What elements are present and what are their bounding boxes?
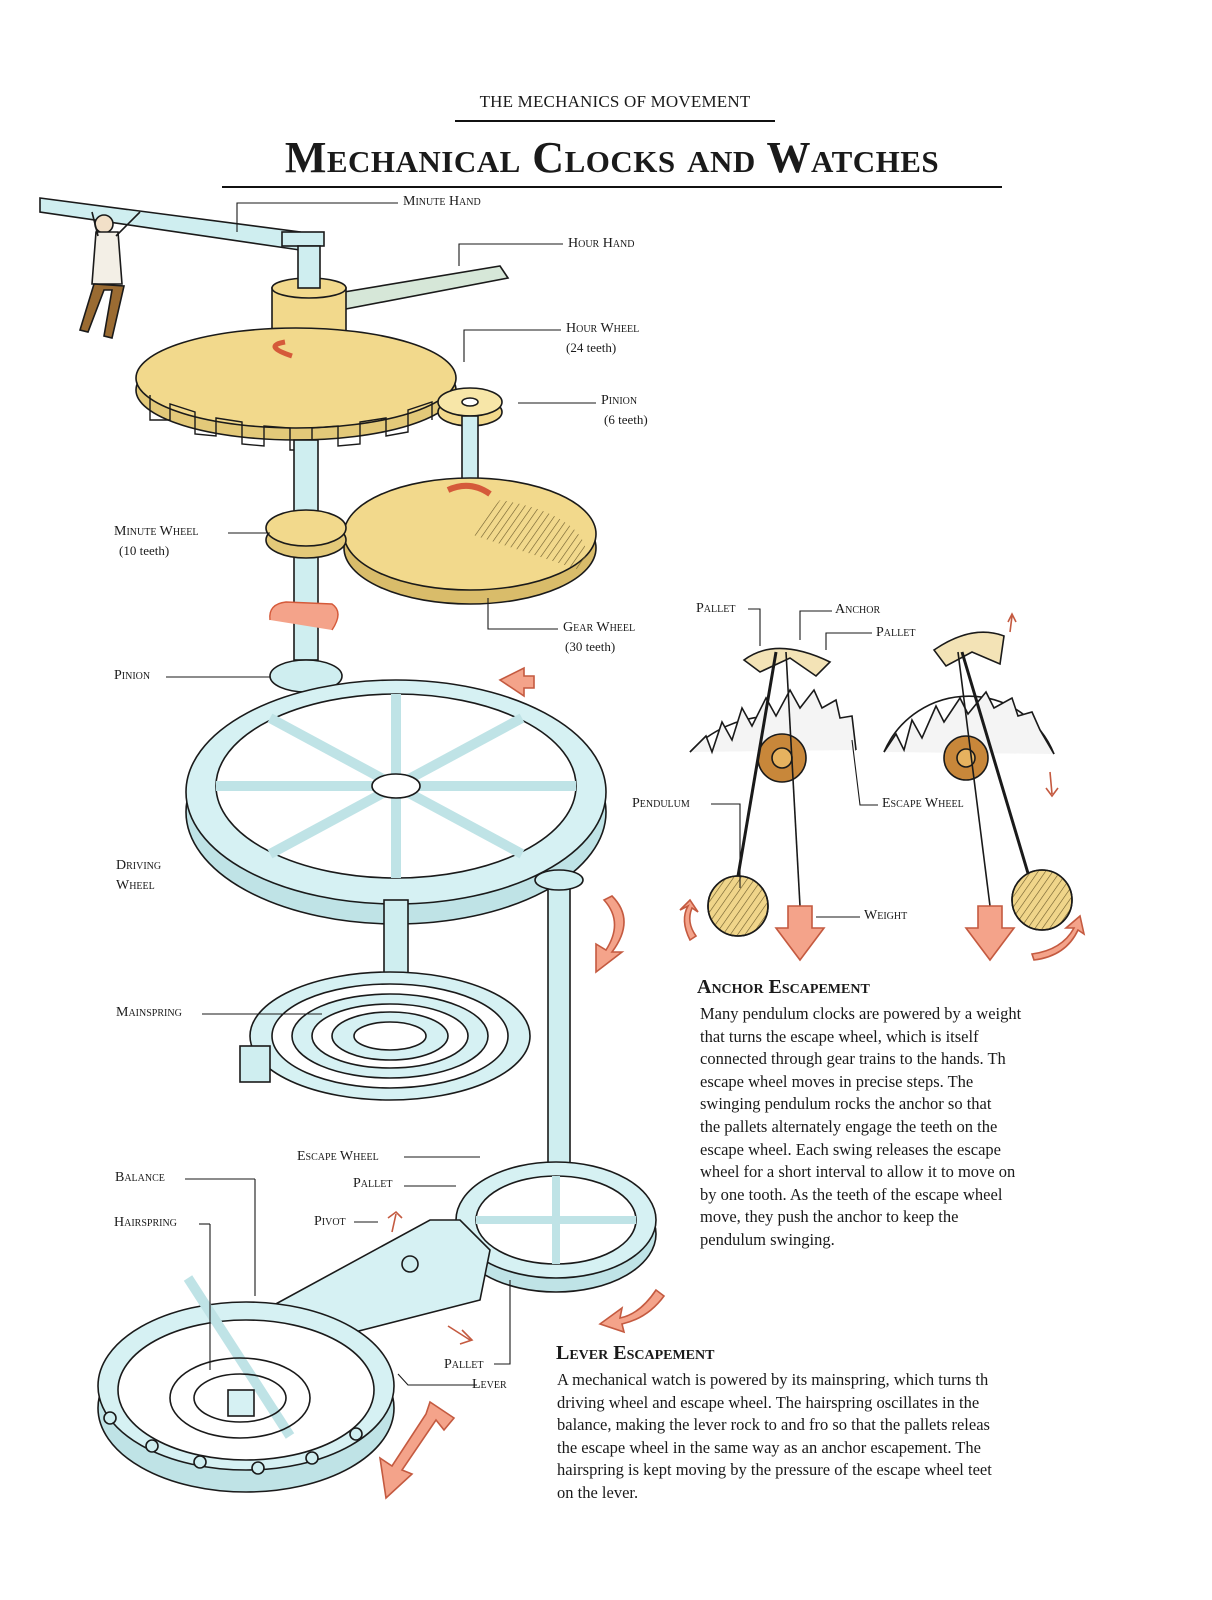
oscillation-arrow: [378, 1400, 456, 1500]
label-pivot: Pivot: [314, 1214, 346, 1229]
text-line: escape wheel moves in precise steps. The: [700, 1071, 974, 1091]
label-anchor-pallet-right: Pallet: [876, 625, 916, 640]
title-rule: [222, 186, 1002, 188]
page-title: Mechanical Clocks and Watches: [284, 133, 940, 182]
text-line: Many pendulum clocks are powered by a we…: [700, 1004, 1022, 1023]
label-pendulum: Pendulum: [632, 796, 690, 811]
hour-hand: [318, 265, 510, 313]
lever-escapement-body: A mechanical watch is powered by its mai…: [557, 1369, 992, 1505]
text-line: pendulum swinging.: [700, 1229, 835, 1249]
text-line: move, they push the anchor to keep the: [700, 1207, 959, 1227]
escape-pinion: [534, 869, 584, 1181]
gear-wheel: [343, 477, 597, 605]
driving-wheel: [185, 679, 607, 925]
mainspring: [239, 899, 531, 1101]
rotation-arrow: [598, 1288, 666, 1334]
rotation-arrow: [269, 601, 339, 631]
balance-wheel: [97, 1275, 395, 1493]
rotation-arrow: [595, 895, 625, 974]
text-line: that turns the escape wheel, which is it…: [700, 1026, 979, 1046]
label-pinion-left: Pinion: [114, 668, 151, 683]
label-anchor-pallet-left: Pallet: [696, 601, 736, 616]
text-line: the escape wheel in the same way as an a…: [557, 1437, 981, 1457]
text-line: escape wheel. Each swing releases the es…: [700, 1139, 1001, 1159]
text-line: A mechanical watch is powered by its mai…: [557, 1370, 989, 1389]
label-minute-wheel-teeth: (10 teeth): [119, 543, 170, 558]
text-line: connected through gear trains to the han…: [700, 1049, 1006, 1069]
lever-arrow: [447, 1325, 474, 1345]
minute-wheel: [265, 509, 347, 559]
label-anchor: Anchor: [835, 602, 881, 617]
anchor-escapement-right: [883, 612, 1086, 962]
text-line: the pallets alternately engage the teeth…: [700, 1116, 998, 1136]
page-kicker: THE MECHANICS OF MOVEMENT: [479, 92, 751, 111]
text-line: wheel for a short interval to allow it t…: [700, 1162, 1016, 1182]
label-escape-wheel-anchor: Escape Wheel: [882, 796, 964, 811]
lever-escapement-heading: Lever Escapement: [556, 1342, 715, 1364]
pivot-arrow: [387, 1210, 403, 1233]
label-minute-wheel: Minute Wheel: [114, 524, 199, 539]
label-pallet-lower-bottom: Pallet: [444, 1357, 484, 1372]
text-line: swinging pendulum rocks the anchor so th…: [700, 1094, 992, 1114]
direction-arrow: [498, 666, 535, 698]
anchor-escapement-heading: Anchor Escapement: [697, 976, 870, 998]
label-balance: Balance: [115, 1170, 165, 1185]
anchor-escapement-body: Many pendulum clocks are powered by a we…: [700, 1003, 1021, 1252]
label-minute-hand: Minute Hand: [403, 194, 481, 209]
label-weight: Weight: [864, 908, 908, 923]
kicker-rule: [455, 120, 775, 122]
minute-hand: [39, 197, 301, 251]
text-line: balance, making the lever rock to and fr…: [557, 1415, 990, 1435]
label-hour-wheel: Hour Wheel: [566, 321, 640, 336]
label-pinion-top: Pinion: [601, 393, 638, 408]
label-pinion-top-teeth: (6 teeth): [604, 412, 648, 427]
label-gear-wheel-teeth: (30 teeth): [565, 639, 616, 654]
label-escape-wheel-lower: Escape Wheel: [297, 1149, 379, 1164]
label-lever: Lever: [472, 1377, 507, 1392]
label-hour-hand: Hour Hand: [568, 236, 635, 251]
text-line: driving wheel and escape wheel. The hair…: [557, 1392, 980, 1412]
escape-wheel-lower: [455, 1161, 657, 1293]
text-line: hairspring is kept moving by the pressur…: [557, 1460, 992, 1480]
label-hairspring: Hairspring: [114, 1215, 177, 1230]
label-mainspring: Mainspring: [116, 1005, 182, 1020]
label-gear-wheel: Gear Wheel: [563, 620, 636, 635]
label-driving-wheel-line1: Driving: [116, 858, 162, 873]
hour-wheel: [135, 327, 457, 451]
label-driving-wheel-line2: Wheel: [116, 878, 155, 893]
text-line: on the lever.: [557, 1482, 639, 1502]
leader-lines: [166, 202, 878, 1386]
label-hour-wheel-teeth: (24 teeth): [566, 340, 617, 355]
anchor-escapement-left: [679, 647, 857, 962]
label-pallet-lower-top: Pallet: [353, 1176, 393, 1191]
hanging-figure-icon: [78, 211, 141, 339]
text-line: by one tooth. As the teeth of the escape…: [700, 1184, 1003, 1204]
